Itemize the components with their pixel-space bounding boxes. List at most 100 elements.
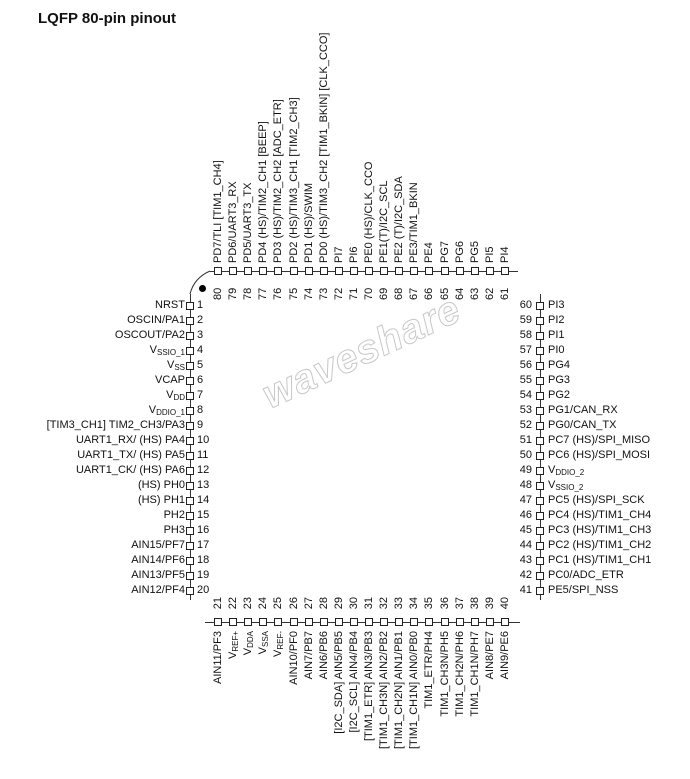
pin-label-text: PG1/CAN_RX xyxy=(548,404,618,416)
pin-label-text: AIN12/PF4 xyxy=(131,584,185,596)
pin-label-text: PE0 (HS)/CLK_CCO xyxy=(363,161,375,263)
pin-pad xyxy=(319,267,328,275)
pin-label-text: AIN15/PF7 xyxy=(131,539,185,551)
pin-pad xyxy=(536,407,544,415)
pin-pad xyxy=(536,392,544,400)
pin-number: 60 xyxy=(519,299,532,311)
pin-number-text: 64 xyxy=(453,287,466,300)
pin-label-wrap: AIN8/PE7 xyxy=(484,631,496,679)
pin-pad xyxy=(536,542,544,550)
pin-number: 19 xyxy=(197,569,210,581)
pin-label-text: PG6 xyxy=(453,240,466,263)
top-edge xyxy=(210,271,518,272)
pin-label: AIN14/PF6 xyxy=(131,554,185,566)
pin-label-subscript: SS xyxy=(174,363,185,372)
pin-pad xyxy=(186,557,194,565)
pin-label-text: PH2 xyxy=(163,509,185,521)
pin-pad xyxy=(186,392,194,400)
pin-number-text: 67 xyxy=(408,287,421,300)
pin-number-text: 72 xyxy=(332,287,345,300)
pin-label-wrap: TIM1_CH1N/PH7 xyxy=(469,631,481,717)
pin-label-text: AIN14/PF6 xyxy=(131,554,185,566)
pin-label-subscript: DDIO_1 xyxy=(156,408,185,417)
pin-label-text: PC5 (HS)/SPI_SCK xyxy=(548,494,645,506)
pin-label-subscript: DDA xyxy=(246,631,256,648)
pin-pad xyxy=(485,267,494,275)
pin-number-text: 25 xyxy=(272,597,285,610)
pin-pad xyxy=(536,452,544,460)
pin-number: 53 xyxy=(519,404,532,416)
pin-label-text: PI4 xyxy=(498,246,511,263)
pin-pad xyxy=(319,618,328,626)
pin-label: [TIM3_CH1] TIM2_CH3/PA3 xyxy=(47,419,185,431)
pin-number-text: 21 xyxy=(212,597,224,610)
pin-number-text: 66 xyxy=(423,287,436,300)
pin-number: 52 xyxy=(519,419,532,431)
pin-pad xyxy=(536,437,544,445)
pin-number-text: 36 xyxy=(438,597,451,610)
pin-pad xyxy=(536,362,544,370)
pin-number-text: 75 xyxy=(287,287,300,300)
pin-label-text: [I2C_SCL] AIN4/PB4 xyxy=(347,631,360,733)
pin-number-text: 22 xyxy=(227,597,240,610)
pin-label: PG4 xyxy=(548,359,570,371)
pin-label-text: PG4 xyxy=(548,359,571,371)
pin-label-text: V xyxy=(548,464,556,476)
pin-pad xyxy=(186,437,194,445)
pin-label-wrap: TIM1_ETR/PH4 xyxy=(423,631,435,709)
pin-pad xyxy=(536,512,544,520)
pin-number: 2 xyxy=(197,314,204,326)
pin-label: PG1/CAN_RX xyxy=(548,404,618,416)
pin-pad xyxy=(536,527,544,535)
pin-label: PI1 xyxy=(548,329,565,341)
pin-label-text: PI1 xyxy=(548,329,565,341)
pin-number-text: 40 xyxy=(498,597,511,610)
pin-pad xyxy=(349,618,358,626)
pin-pad xyxy=(536,332,544,340)
pin-label-wrap: PE1(T)/I2C_SCL xyxy=(378,180,390,263)
pin-pad xyxy=(365,618,373,626)
pin-pad xyxy=(334,618,343,626)
pin-pad xyxy=(186,332,194,340)
pin-pad xyxy=(440,618,449,626)
pin-label-text: [TIM1_CH3N] AIN2/PB2 xyxy=(378,631,391,749)
pin-pad xyxy=(536,572,544,580)
pin-label-wrap: PE4 xyxy=(423,242,435,263)
pin-pad xyxy=(289,618,298,626)
pin-label: PI3 xyxy=(548,299,565,311)
pin-pad xyxy=(500,618,509,626)
pin-label: AIN12/PF4 xyxy=(131,584,185,596)
pin-label-text: AIN7/PB7 xyxy=(302,631,315,680)
pin-number-text: 61 xyxy=(498,287,511,300)
pin-label: PG2 xyxy=(548,389,570,401)
pin-label-wrap: PD2 (HS)/TIM3_CH1 [TIM2_CH3] xyxy=(288,97,300,263)
pin-label-wrap: PI7 xyxy=(333,246,345,263)
pin-number-text: 24 xyxy=(257,597,270,610)
pin-label-text: V xyxy=(149,344,157,356)
pin-label: AIN15/PF7 xyxy=(131,539,185,551)
pin-number: 55 xyxy=(519,374,532,386)
pin-number: 12 xyxy=(197,464,210,476)
pin-pad xyxy=(380,618,389,626)
pin-label: OSCOUT/PA2 xyxy=(115,329,185,341)
pin-label-wrap: AIN6/PB6 xyxy=(318,631,330,679)
pin-label-text: NRST xyxy=(155,299,185,311)
pin-label: PC2 (HS)/TIM1_CH2 xyxy=(548,539,651,551)
pin-label-text: V xyxy=(166,359,175,371)
pin-label-text: V xyxy=(548,479,556,491)
pin-label: VSS xyxy=(166,359,185,372)
pin-label: PH2 xyxy=(164,509,185,521)
pin-pad xyxy=(186,572,194,580)
pin-label-text: PI3 xyxy=(548,299,565,311)
pin-number: 15 xyxy=(197,509,210,521)
pin-pad xyxy=(536,302,544,310)
pin-number: 45 xyxy=(519,524,532,536)
pin-label-text: PI6 xyxy=(347,246,360,263)
pin-number: 10 xyxy=(197,434,210,446)
pin-number: 8 xyxy=(197,404,204,416)
pin-label-text: PC1 (HS)/TIM1_CH1 xyxy=(548,554,652,566)
pin-pad xyxy=(186,527,194,535)
pin-label-wrap: VDDA xyxy=(242,631,256,655)
pin-pad xyxy=(349,267,358,275)
pin-pad xyxy=(244,267,253,275)
